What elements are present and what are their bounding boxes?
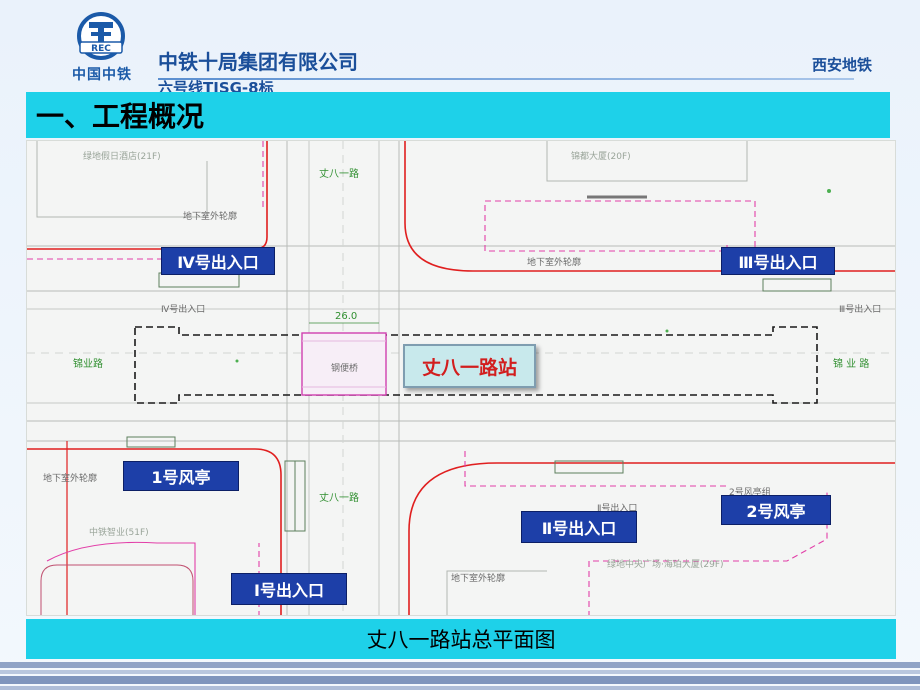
exit-4-callout: Ⅳ号出入口 bbox=[161, 247, 275, 275]
underground-outline-n: 地下室外轮廓 bbox=[527, 258, 582, 268]
project-name: 六号线TJSG-8标 bbox=[158, 79, 274, 92]
caption-bar: 丈八一路站总平面图 bbox=[26, 619, 896, 659]
station-name-box: 丈八一路站 bbox=[403, 344, 536, 388]
vent2-small-label: 2号风亭组 bbox=[729, 488, 771, 498]
section-title: 一、工程概况 bbox=[36, 100, 205, 133]
nw-building-label: 绿地假日酒店(21F) bbox=[83, 152, 161, 162]
logo-mark-text: REC bbox=[91, 44, 111, 54]
exit2-small-label: Ⅱ号出入口 bbox=[597, 504, 638, 514]
se-building-label: 绿地中央广场·海珀大厦(29F) bbox=[607, 560, 724, 570]
ne-building-label: 锦都大厦(20F) bbox=[571, 152, 631, 162]
exit-3-callout: Ⅲ号出入口 bbox=[721, 247, 835, 275]
exit3-small-label: Ⅲ号出入口 bbox=[839, 305, 882, 315]
underground-outline-sw: 地下室外轮廓 bbox=[43, 474, 98, 484]
sw-building-label: 中铁智业(51F) bbox=[89, 528, 149, 538]
company-name: 中铁十局集团有限公司 bbox=[158, 50, 358, 74]
slide-header: REC 中国中铁 中铁十局集团有限公司 六号线TJSG-8标 西安地铁 bbox=[0, 0, 920, 92]
underground-outline-s: 地下室外轮廓 bbox=[451, 574, 506, 584]
header-divider bbox=[158, 78, 854, 80]
site-plan: 绿地假日酒店(21F) 锦都大厦(20F) 丈八一路 地下室外轮廓 地下室外轮廓… bbox=[26, 140, 896, 616]
vent-2-callout: 2号风亭 bbox=[721, 495, 831, 525]
dimension-label: 26.0 bbox=[335, 311, 358, 322]
footer-stripes bbox=[0, 660, 920, 690]
crec-logo-icon: REC bbox=[77, 12, 125, 60]
north-road-label: 丈八一路 bbox=[319, 169, 359, 180]
vent-1-callout: 1号风亭 bbox=[123, 461, 239, 491]
crec-logo: REC 中国中铁 bbox=[62, 12, 142, 83]
metro-name: 西安地铁 bbox=[811, 56, 872, 74]
plan-caption: 丈八一路站总平面图 bbox=[366, 628, 556, 652]
south-road-label: 丈八一路 bbox=[319, 493, 359, 504]
exit4-small-label: Ⅳ号出入口 bbox=[161, 305, 206, 315]
underground-outline-nw: 地下室外轮廓 bbox=[183, 212, 238, 222]
exit-1-callout: Ⅰ号出入口 bbox=[231, 573, 347, 605]
east-road-label: 锦 业 路 bbox=[833, 359, 870, 370]
logo-text: 中国中铁 bbox=[72, 67, 132, 83]
bridge-label: 钢便桥 bbox=[331, 364, 359, 374]
exit-2-callout: Ⅱ号出入口 bbox=[521, 511, 637, 543]
west-road-label: 锦业路 bbox=[73, 359, 103, 370]
section-bar: 一、工程概况 bbox=[26, 92, 890, 138]
